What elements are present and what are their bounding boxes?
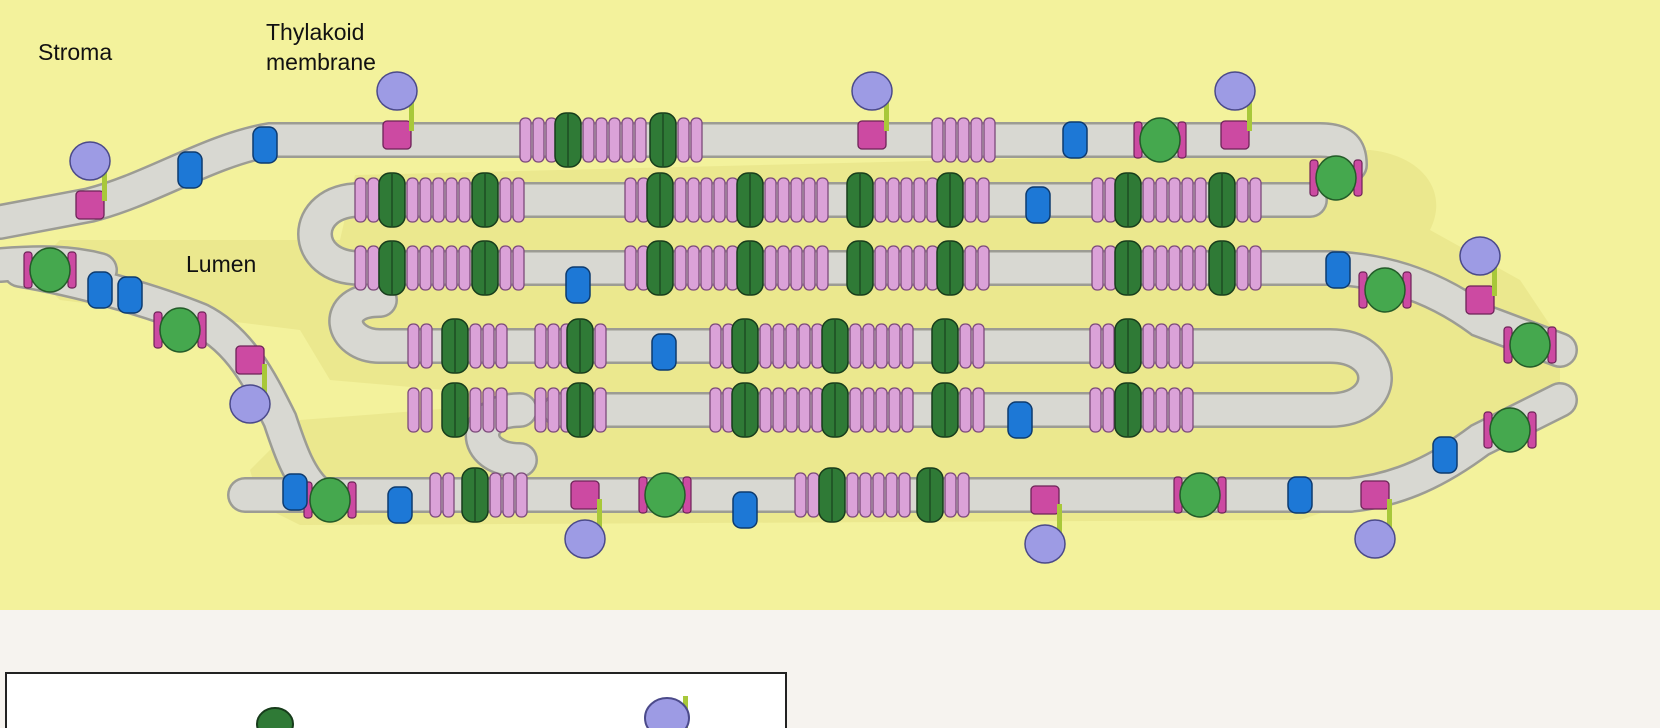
photosystem-ii-icon xyxy=(442,383,468,437)
photosystem-i-icon xyxy=(1134,118,1186,162)
lhc-complex-icon xyxy=(760,388,823,432)
thylakoid-membrane-label-line2: membrane xyxy=(266,48,376,76)
photosystem-ii-icon xyxy=(555,113,581,167)
photosystem-i-icon xyxy=(1484,408,1536,452)
cytochrome-b6f-icon xyxy=(1433,437,1457,473)
photosystem-ii-icon xyxy=(1115,383,1141,437)
photosystem-ii-icon xyxy=(567,319,593,373)
photosystem-ii-icon xyxy=(1115,173,1141,227)
cytochrome-b6f-icon xyxy=(1063,122,1087,158)
photosystem-ii-icon xyxy=(567,383,593,437)
photosystem-ii-icon xyxy=(1209,241,1235,295)
lhc-complex-icon xyxy=(407,246,470,290)
photosystem-ii-icon xyxy=(462,468,488,522)
photosystem-i-icon xyxy=(24,248,76,292)
lhc-complex-icon xyxy=(407,178,470,222)
lhc-complex-icon xyxy=(1143,246,1206,290)
photosystem-i-icon xyxy=(154,308,206,352)
photosystem-ii-icon xyxy=(937,241,963,295)
photosystem-ii-icon xyxy=(737,241,763,295)
lhc-complex-icon xyxy=(847,473,910,517)
legend-icons xyxy=(7,674,785,728)
photosystem-ii-icon xyxy=(472,241,498,295)
lhc-complex-icon xyxy=(675,246,738,290)
cytochrome-b6f-icon xyxy=(118,277,142,313)
lhc-complex-icon xyxy=(520,118,557,162)
photosystem-i-icon xyxy=(639,473,691,517)
photosystem-i-icon xyxy=(1310,156,1362,200)
lumen-label: Lumen xyxy=(186,250,256,278)
photosystem-i-icon xyxy=(1174,473,1226,517)
photosystem-ii-icon xyxy=(932,319,958,373)
photosystem-ii-icon xyxy=(732,383,758,437)
lhc-complex-icon xyxy=(583,118,646,162)
photosystem-ii-icon xyxy=(647,241,673,295)
photosystem-i-icon xyxy=(304,478,356,522)
photosystem-ii-icon xyxy=(937,173,963,227)
photosystem-i-icon xyxy=(1359,268,1411,312)
photosystem-ii-icon xyxy=(647,173,673,227)
lhc-complex-icon xyxy=(875,178,938,222)
lhc-complex-icon xyxy=(490,473,527,517)
thylakoid-membrane-label-line1: Thylakoid xyxy=(266,18,364,46)
cytochrome-b6f-icon xyxy=(283,474,307,510)
cytochrome-b6f-icon xyxy=(1008,402,1032,438)
cytochrome-b6f-icon xyxy=(566,267,590,303)
photosystem-ii-icon xyxy=(257,708,293,728)
cytochrome-b6f-icon xyxy=(253,127,277,163)
photosystem-ii-icon xyxy=(819,468,845,522)
photosystem-ii-icon xyxy=(379,241,405,295)
photosystem-ii-icon xyxy=(932,383,958,437)
lhc-complex-icon xyxy=(595,388,606,432)
cytochrome-b6f-icon xyxy=(1326,252,1350,288)
cytochrome-b6f-icon xyxy=(88,272,112,308)
photosystem-ii-icon xyxy=(442,319,468,373)
cytochrome-b6f-icon xyxy=(1026,187,1050,223)
photosystem-ii-icon xyxy=(1115,241,1141,295)
lhc-complex-icon xyxy=(932,118,995,162)
photosystem-ii-icon xyxy=(732,319,758,373)
lhc-complex-icon xyxy=(760,324,823,368)
lhc-complex-icon xyxy=(595,324,606,368)
lhc-complex-icon xyxy=(1143,178,1206,222)
photosystem-ii-icon xyxy=(650,113,676,167)
photosystem-ii-icon xyxy=(472,173,498,227)
photosystem-ii-icon xyxy=(847,241,873,295)
lhc-complex-icon xyxy=(765,246,828,290)
lhc-complex-icon xyxy=(765,178,828,222)
lhc-complex-icon xyxy=(875,246,938,290)
cytochrome-b6f-icon xyxy=(1288,477,1312,513)
stroma-label: Stroma xyxy=(38,38,112,66)
cytochrome-b6f-icon xyxy=(733,492,757,528)
cytochrome-b6f-icon xyxy=(388,487,412,523)
legend-box xyxy=(5,672,787,728)
lhc-complex-icon xyxy=(470,324,507,368)
photosystem-ii-icon xyxy=(737,173,763,227)
photosystem-ii-icon xyxy=(379,173,405,227)
lhc-complex-icon xyxy=(850,324,913,368)
lhc-complex-icon xyxy=(470,388,507,432)
lhc-complex-icon xyxy=(850,388,913,432)
cytochrome-b6f-icon xyxy=(178,152,202,188)
photosystem-ii-icon xyxy=(822,319,848,373)
lhc-complex-icon xyxy=(675,178,738,222)
photosystem-i-icon xyxy=(1504,323,1556,367)
photosystem-ii-icon xyxy=(822,383,848,437)
photosystem-ii-icon xyxy=(847,173,873,227)
cytochrome-b6f-icon xyxy=(652,334,676,370)
photosystem-ii-icon xyxy=(1209,173,1235,227)
photosystem-ii-icon xyxy=(917,468,943,522)
atp-synthase-icon xyxy=(645,696,689,728)
photosystem-ii-icon xyxy=(1115,319,1141,373)
